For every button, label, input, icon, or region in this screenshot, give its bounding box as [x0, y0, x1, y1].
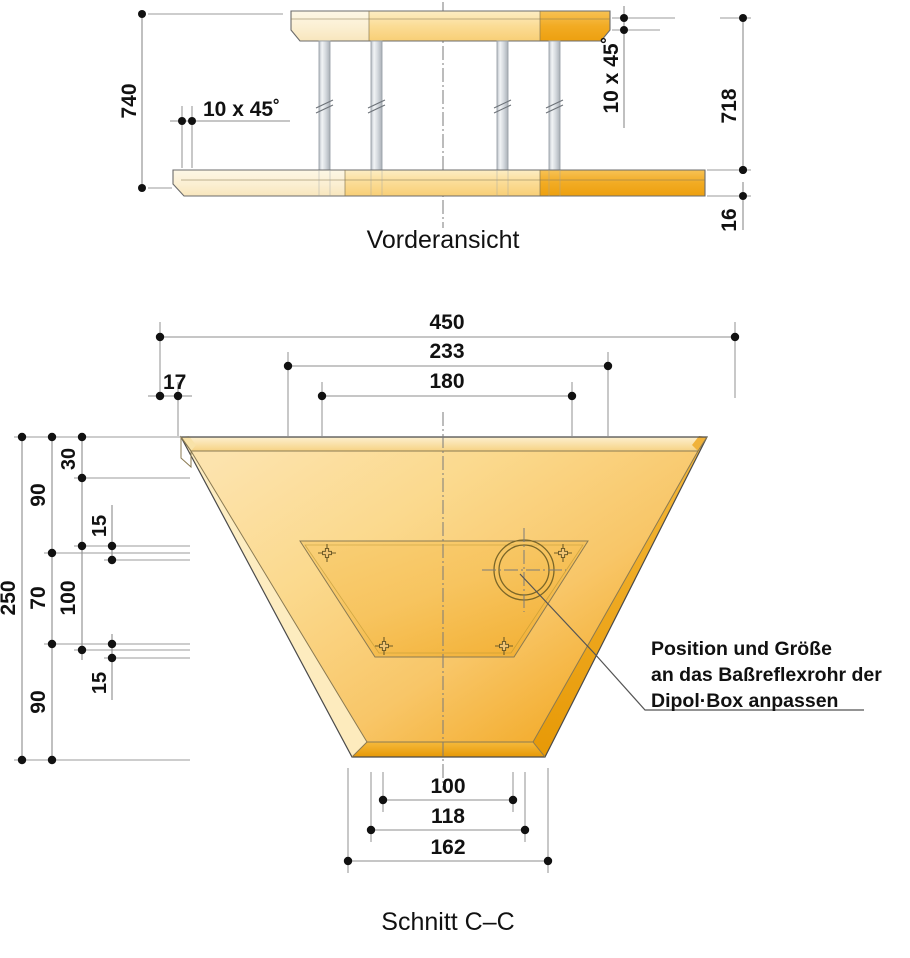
dim-450: 450: [155, 311, 740, 398]
bass-reflex-port-hole: [482, 528, 566, 612]
dim-17-label: 17: [163, 371, 186, 394]
dim-450-label: 450: [429, 311, 464, 334]
dim-118: 118: [366, 772, 530, 842]
dim-chamfer-left-label: 10 x 45˚: [203, 98, 280, 121]
front-base-beam: [172, 169, 706, 197]
dim-15-pair: 15 15: [89, 505, 190, 700]
dim-233-label: 233: [429, 340, 464, 363]
dim-100-bottom: 100: [378, 772, 518, 812]
dim-233: 233: [283, 340, 613, 436]
front-top-beam: [290, 10, 611, 42]
note-line-1: Position und Größe: [651, 638, 832, 660]
section-body: [179, 412, 708, 790]
dim-16-label: 16: [718, 208, 741, 231]
dim-chamfer-right: 10 x 45˚: [600, 6, 675, 128]
note-leader: [519, 573, 864, 711]
dim-100-bottom-label: 100: [430, 775, 465, 798]
dim-90-bottom-label: 90: [27, 690, 50, 713]
dim-100-label: 100: [57, 580, 80, 615]
section-view-title: Schnitt C–C: [381, 908, 514, 936]
dim-chamfer-right-label: 10 x 45˚: [600, 36, 623, 113]
dim-30-100: 30 100: [57, 432, 190, 660]
dim-180: 180: [317, 370, 577, 436]
dim-118-label: 118: [431, 805, 465, 828]
dim-162-label: 162: [430, 836, 465, 859]
note-block: Position und Größe an das Baßreflexrohr …: [651, 638, 882, 712]
dim-250-label: 250: [0, 580, 20, 615]
dim-180-label: 180: [429, 370, 464, 393]
dim-16: 16: [707, 166, 751, 232]
dim-718-label: 718: [718, 88, 741, 123]
front-view: 740 10 x 45˚ 10 x 45˚ 718: [118, 2, 751, 254]
dim-70-label: 70: [27, 586, 50, 609]
note-line-3: Dipol·Box anpassen: [651, 690, 838, 712]
note-line-2: an das Baßreflexrohr der: [651, 664, 882, 686]
dim-15-bottom-label: 15: [89, 672, 111, 694]
dim-15-top-label: 15: [89, 515, 111, 537]
section-view: 450 233 180 17: [0, 311, 882, 936]
front-view-title: Vorderansicht: [367, 226, 520, 254]
front-posts: [315, 40, 564, 171]
dim-162: 162: [343, 768, 553, 873]
dim-90-top-label: 90: [27, 483, 50, 506]
dim-chamfer-left: 10 x 45˚: [170, 98, 290, 168]
dim-17: 17: [148, 371, 192, 436]
dim-740-label: 740: [118, 83, 141, 118]
dim-740: 740: [118, 10, 283, 192]
dim-30-label: 30: [58, 448, 80, 470]
